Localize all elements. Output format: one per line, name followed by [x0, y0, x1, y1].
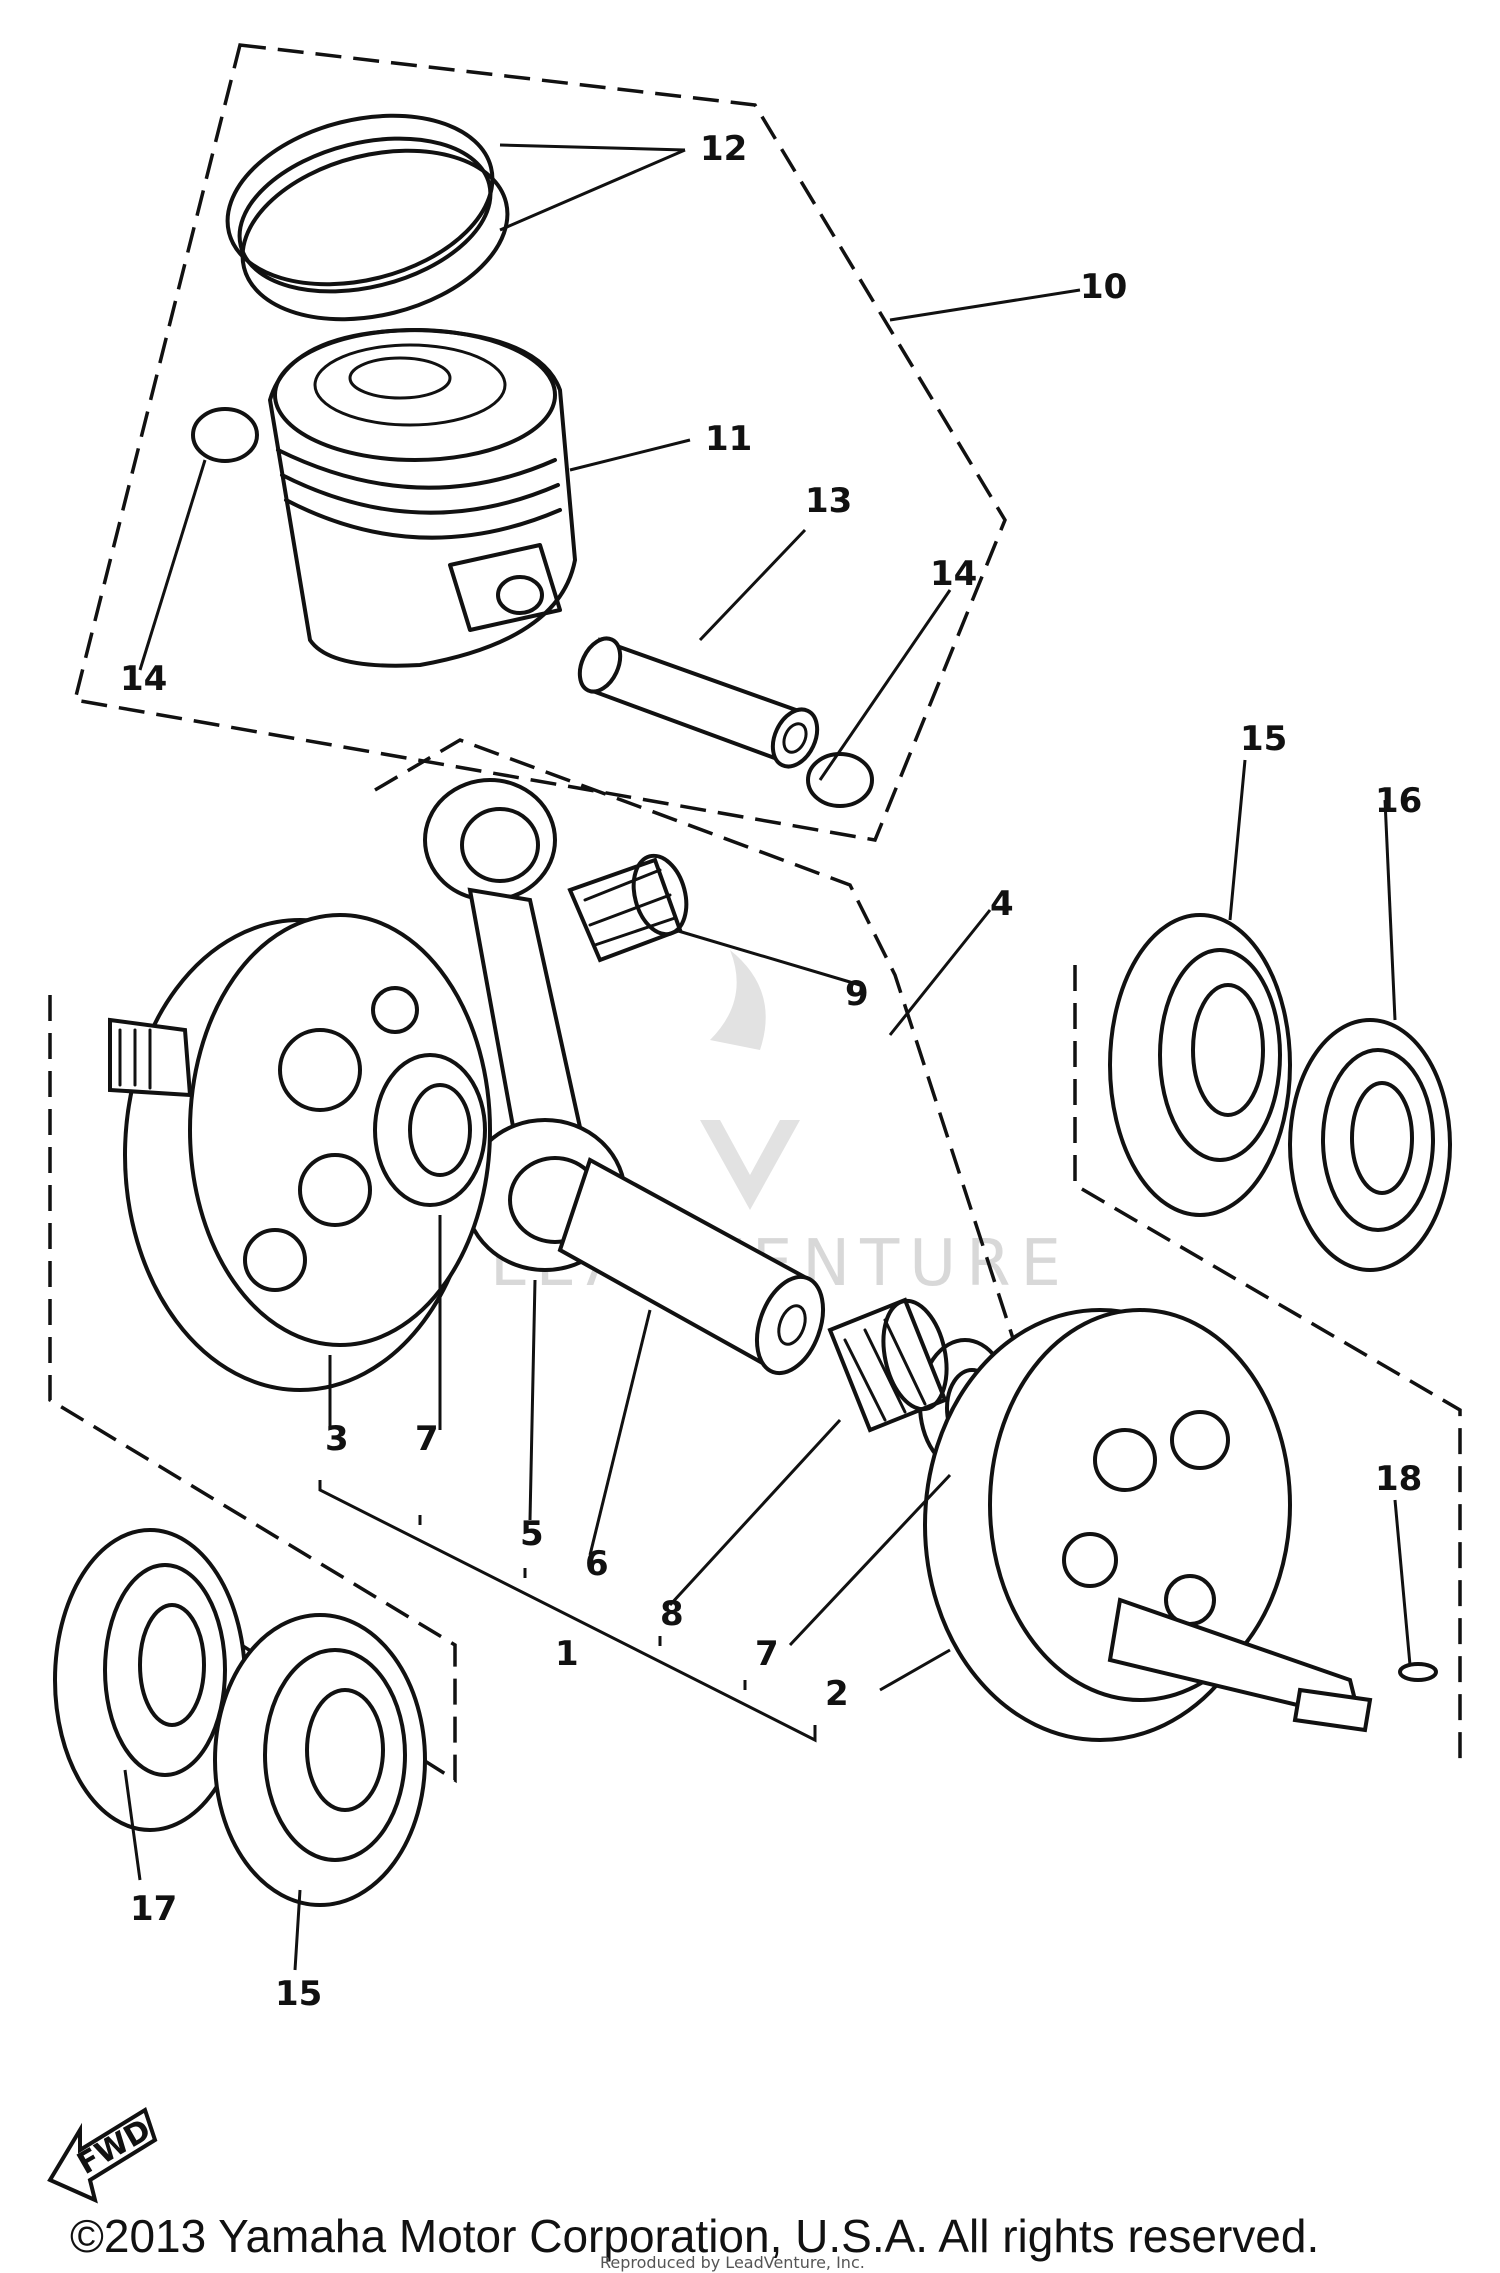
callout-12: 12	[700, 129, 747, 169]
callout-14-right: 14	[930, 554, 977, 594]
oil-seal-right	[1288, 1018, 1452, 1272]
circlip-right	[806, 752, 874, 808]
group-outline-piston	[72, 43, 1007, 842]
fine-print: Reproduced by LeadVenture, Inc.	[600, 2253, 865, 2272]
callout-14-left: 14	[120, 659, 167, 699]
callout-2: 2	[825, 1674, 849, 1714]
copyright-text: ©2013 Yamaha Motor Corporation, U.S.A. A…	[70, 2210, 1319, 2262]
crank-assembly-bracket	[318, 1480, 817, 1743]
thrust-washer-left	[373, 1053, 487, 1207]
bearing-right	[1108, 913, 1292, 1217]
crank-wheel-left	[108, 913, 492, 1392]
callout-7-right: 7	[755, 1634, 779, 1674]
callout-4: 4	[990, 884, 1014, 924]
callout-7-left: 7	[415, 1419, 439, 1459]
callout-11: 11	[705, 419, 752, 459]
piston	[267, 327, 578, 668]
forward-arrow: FWD	[47, 2106, 158, 2204]
callout-15-right: 15	[1240, 719, 1287, 759]
callout-15-left: 15	[275, 1974, 322, 2014]
callout-1: 1	[555, 1634, 579, 1674]
big-end-bearing	[827, 1297, 949, 1433]
bearing-left	[213, 1613, 427, 1907]
callout-13: 13	[805, 481, 852, 521]
callout-3: 3	[325, 1419, 349, 1459]
callout-8: 8	[660, 1594, 684, 1634]
callout-9: 9	[845, 974, 869, 1014]
callout-6: 6	[585, 1544, 609, 1584]
callouts: 1 2 3 4 5 6 7 7 8 9 10 11 12 13 14 14 15…	[120, 129, 1422, 2014]
callout-17: 17	[130, 1889, 177, 1929]
piston-pin	[577, 636, 820, 769]
small-end-bearing	[567, 853, 689, 963]
callout-5: 5	[520, 1514, 544, 1554]
callout-10: 10	[1080, 267, 1127, 307]
group-outline-conrod	[374, 738, 1022, 1361]
piston-rings	[225, 113, 510, 322]
oil-seal-left	[53, 1528, 247, 1832]
woodruff-key	[1398, 1662, 1438, 1682]
crank-wheel-right	[923, 1308, 1373, 1742]
circlip-left	[191, 407, 259, 463]
fwd-label: FWD	[72, 2112, 157, 2182]
connecting-rod	[423, 778, 627, 1272]
leader-lines	[123, 143, 1412, 1971]
crank-pin	[557, 1157, 825, 1376]
callout-16: 16	[1375, 781, 1422, 821]
callout-18: 18	[1375, 1459, 1422, 1499]
